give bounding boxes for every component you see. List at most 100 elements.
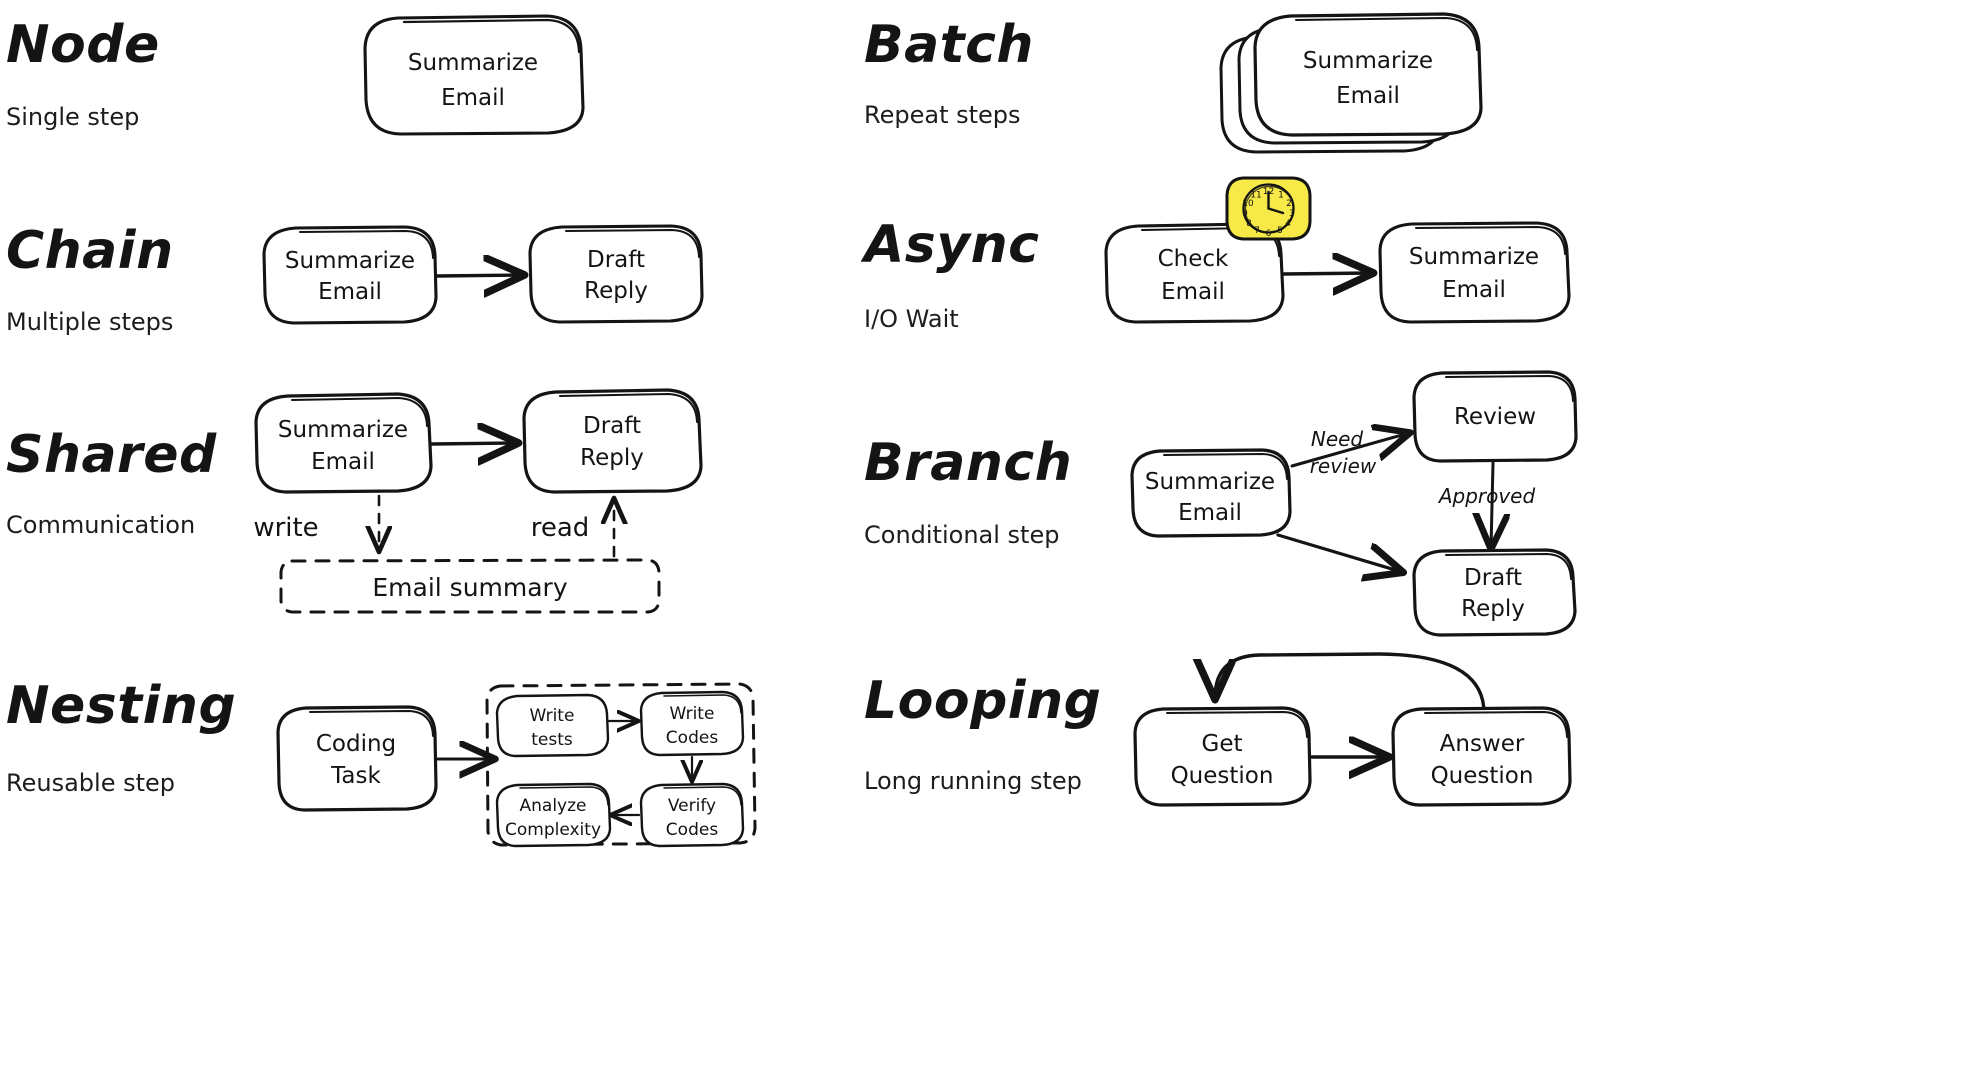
node-async-check-inbox[interactable]: Check Email <box>1104 222 1285 324</box>
node-nesting-verify-codes[interactable]: Verify Codes <box>639 782 745 848</box>
node-label-line1: Summarize <box>1303 48 1433 74</box>
section-title-branch: Branch <box>864 433 1072 493</box>
node-label-line2: Reply <box>584 278 648 304</box>
node-label-line1: Write <box>530 706 575 726</box>
node-async-summarize-email[interactable]: Summarize Email <box>1378 221 1571 324</box>
edge-label-review: review <box>1310 454 1377 478</box>
node-label-line1: Draft <box>1464 565 1522 591</box>
clock-mark-9: 9 <box>1242 209 1248 219</box>
section-subtitle-chain: Multiple steps <box>6 308 173 336</box>
clock-icon: 12 1 2 3 4 5 6 7 8 9 10 11 <box>1225 176 1312 241</box>
clock-mark-12: 12 <box>1263 187 1274 197</box>
shared-store-label: Email summary <box>372 573 567 602</box>
section-subtitle-nesting: Reusable step <box>6 769 175 797</box>
clock-mark-11: 11 <box>1250 191 1261 201</box>
node-batch-summarize-email[interactable]: Summarize Email <box>1219 12 1483 154</box>
clock-mark-2: 2 <box>1286 199 1292 209</box>
edge-label-write: write <box>253 513 318 543</box>
node-label-line2: Email <box>1442 277 1506 303</box>
node-label-line1: Verify <box>668 796 716 816</box>
edge-looping-back <box>1215 652 1486 715</box>
section-subtitle-shared: Communication <box>6 511 195 539</box>
clock-mark-6: 6 <box>1266 229 1272 239</box>
node-label-line2: Email <box>318 279 382 305</box>
clock-mark-4: 4 <box>1285 219 1291 229</box>
clock-mark-8: 8 <box>1246 219 1252 229</box>
node-shared-summarize-email[interactable]: Summarize Email <box>254 392 433 494</box>
node-nesting-coding-task[interactable]: Coding Task <box>276 705 438 812</box>
shared-store-email-summary[interactable]: Email summary <box>279 558 661 614</box>
section-title-nesting: Nesting <box>6 676 236 736</box>
section-branch: Branch Conditional step Summarize Email … <box>864 370 1578 637</box>
node-nesting-write-codes[interactable]: Write Codes <box>639 690 745 757</box>
node-label-line2: Email <box>1161 279 1225 305</box>
node-label-line1: Answer <box>1440 731 1525 757</box>
section-chain: Chain Multiple steps Summarize Email Dra… <box>6 221 704 336</box>
section-title-node: Node <box>6 15 160 75</box>
node-nesting-analyze-complexity[interactable]: Analyze Complexity <box>495 782 612 848</box>
node-summarize-email[interactable]: Summarize Email <box>363 14 585 136</box>
node-label-line2: tests <box>531 730 573 750</box>
node-label-line1: Summarize <box>285 248 415 274</box>
node-label-line2: Task <box>330 763 381 789</box>
node-label-line2: Email <box>1178 500 1242 526</box>
node-label-line1: Check <box>1158 246 1229 272</box>
node-label-line2: Email <box>311 449 375 475</box>
section-title-batch: Batch <box>864 15 1034 75</box>
node-label-line2: Codes <box>666 728 719 748</box>
node-label-line1: Coding <box>316 731 396 757</box>
node-label-line1: Summarize <box>408 50 538 76</box>
edge-branch-approved <box>1491 461 1493 548</box>
node-label-line2: Question <box>1171 763 1274 789</box>
section-subtitle-node: Single step <box>6 103 139 131</box>
section-nesting: Nesting Reusable step Coding Task Write … <box>6 676 757 848</box>
section-batch: Batch Repeat steps Summarize Email <box>864 12 1483 154</box>
clock-mark-7: 7 <box>1254 226 1260 236</box>
node-label-line2: Codes <box>666 820 719 840</box>
clock-mark-1: 1 <box>1278 191 1284 201</box>
clock-mark-3: 3 <box>1289 209 1295 219</box>
node-label-review: Review <box>1454 404 1536 430</box>
section-subtitle-branch: Conditional step <box>864 521 1059 549</box>
node-label-line2: Reply <box>580 445 644 471</box>
node-looping-answer-question[interactable]: Answer Question <box>1391 706 1572 807</box>
section-shared: Shared Communication Summarize Email Dra… <box>6 388 703 614</box>
node-shared-draft-reply[interactable]: Draft Reply <box>522 388 703 494</box>
section-title-shared: Shared <box>6 425 217 485</box>
node-label-line1: Draft <box>587 247 645 273</box>
node-chain-draft-reply[interactable]: Draft Reply <box>528 224 704 324</box>
node-branch-summarize-email[interactable]: Summarize Email <box>1130 448 1292 538</box>
node-label-line2: Email <box>1336 83 1400 109</box>
node-branch-review[interactable]: Review <box>1412 370 1578 463</box>
clock-mark-5: 5 <box>1277 226 1283 236</box>
section-title-chain: Chain <box>6 221 174 281</box>
edge-branch-direct <box>1276 533 1402 572</box>
section-subtitle-async: I/O Wait <box>864 305 959 333</box>
section-subtitle-looping: Long running step <box>864 767 1082 795</box>
node-label-line2: Email <box>441 85 505 111</box>
edge-label-need: Need <box>1311 427 1364 451</box>
node-label-line1: Summarize <box>1145 469 1275 495</box>
node-label-line1: Draft <box>583 413 641 439</box>
node-label-line1: Get <box>1202 731 1243 757</box>
edge-shared-1 <box>430 443 517 444</box>
node-branch-draft-reply[interactable]: Draft Reply <box>1412 548 1577 637</box>
nesting-subflow-container <box>485 682 757 847</box>
section-title-async: Async <box>860 215 1039 275</box>
edge-async-1 <box>1282 273 1372 274</box>
node-chain-summarize-email[interactable]: Summarize Email <box>262 225 438 325</box>
node-label-line2: Question <box>1431 763 1534 789</box>
section-node: Node Single step Summarize Email <box>6 14 585 136</box>
edge-chain-1 <box>435 275 523 276</box>
node-label-line1: Write <box>670 704 715 724</box>
node-label-line1: Summarize <box>1409 244 1539 270</box>
section-title-looping: Looping <box>864 671 1101 731</box>
edge-branch-need-review <box>1290 433 1409 468</box>
edge-label-approved: Approved <box>1437 484 1536 508</box>
node-label-line1: Analyze <box>520 796 587 816</box>
node-nesting-write-tests[interactable]: Write tests <box>495 693 610 758</box>
node-looping-get-question[interactable]: Get Question <box>1133 706 1312 807</box>
section-async: Async I/O Wait Check Email Summarize Ema… <box>860 176 1571 333</box>
